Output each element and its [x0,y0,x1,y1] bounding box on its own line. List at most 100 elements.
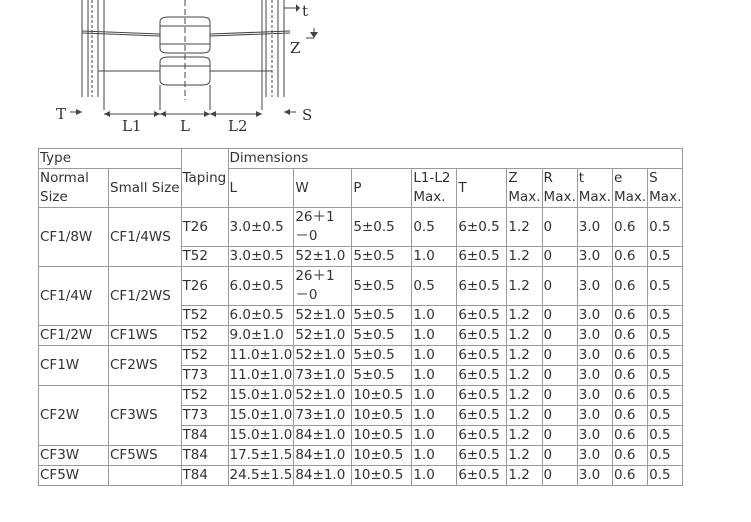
e-cell: 0.6 [611,405,649,426]
taping-cell: T26 [180,266,229,306]
P-cell: 10±0.5 [351,445,413,466]
L-header: L [227,168,295,208]
Z-cell: 1.2 [506,266,543,306]
W-cell: 84±1.0 [293,445,353,466]
P-cell: 10±0.5 [351,405,413,426]
L1L2-cell: 0.5 [411,207,458,247]
small-size-cell: CF1/4WS [108,207,182,267]
W-cell: 52±1.0 [293,385,353,406]
L-cell: 17.5±1.5 [227,445,295,466]
T-cell: 6±0.5 [456,305,508,326]
normal-size-cell: CF1/2W [38,325,109,346]
W-cell: 52±1.0 [293,345,353,366]
W-header: W [293,168,353,208]
T-cell: 6±0.5 [456,445,508,466]
taping-cell: T84 [180,465,229,486]
label-L: L [180,117,190,135]
L1L2-cell: 1.0 [411,385,458,406]
upper-lead-left-b [81,32,161,37]
normal-size-header: Normal Size [38,168,109,208]
t-cell: 3.0 [576,445,613,466]
Z-cell: 1.2 [506,385,543,406]
t-cell: 3.0 [576,325,613,346]
normal-size-cell: CF3W [38,445,109,466]
upper-resistor-body [159,16,211,54]
L1L2-cell: 1.0 [411,246,458,267]
L-cell: 24.5±1.5 [227,465,295,486]
t-arrow [296,4,300,12]
R-cell: 0 [541,246,578,267]
dim-arrow-L1-end [154,111,160,117]
label-Z: Z [290,39,300,57]
Z-cell: 1.2 [506,465,543,486]
T-cell: 6±0.5 [456,425,508,446]
header-row-1: Type Taping Dimensions [38,148,684,208]
R-cell: 0 [541,385,578,406]
dimensions-table: Type Taping Dimensions Normal Size Small… [38,148,684,486]
S-cell: 0.5 [647,405,684,426]
L1L2-cell: 1.0 [411,425,458,446]
R-cell: 0 [541,465,578,486]
t-cell: 3.0 [576,405,613,426]
Z-cell: 1.2 [506,207,543,247]
e-cell: 0.6 [611,385,649,406]
small-size-cell: CF1/2WS [108,266,182,326]
L-cell: 11.0±1.0 [227,365,295,386]
upper-lead-left-a [81,30,161,35]
L-cell: 15.0±1.0 [227,405,295,426]
W-cell: 52±1.0 [293,305,353,326]
R-cell: 0 [541,325,578,346]
R-cell: 0 [541,365,578,386]
S-cell: 0.5 [647,385,684,406]
T-cell: 6±0.5 [456,345,508,366]
t-header: t Max. [576,168,613,208]
Z-cell: 1.2 [506,345,543,366]
S-cell: 0.5 [647,465,684,486]
P-cell: 5±0.5 [351,207,413,247]
e-cell: 0.6 [611,365,649,386]
small-size-cell: CF5WS [108,445,182,466]
dim-arrow-right [256,111,262,117]
e-cell: 0.6 [611,345,649,366]
Z-cell: 1.2 [506,246,543,267]
taping-cell: T52 [180,246,229,267]
L1L2-cell: 1.0 [411,465,458,486]
P-header: P [351,168,413,208]
label-L1: L1 [122,117,142,135]
type-header: Type [38,148,182,169]
L-cell: 11.0±1.0 [227,345,295,366]
P-cell: 5±0.5 [351,246,413,267]
t-cell: 3.0 [576,345,613,366]
t-cell: 3.0 [576,207,613,247]
normal-size-cell: CF1W [38,345,109,386]
T-cell: 6±0.5 [456,405,508,426]
R-cell: 0 [541,445,578,466]
Z-arrow [310,32,318,38]
taping-cell: T73 [180,365,229,386]
W-cell: 26＋1 －0 [293,266,353,306]
P-cell: 10±0.5 [351,425,413,446]
T-header: T [456,168,508,208]
S-cell: 0.5 [647,425,684,446]
Z-header: Z Max. [506,168,543,208]
Z-cell: 1.2 [506,325,543,346]
tape-dimension-drawing: T L1 L L2 S t Z [56,0,318,135]
P-cell: 5±0.5 [351,365,413,386]
e-cell: 0.6 [611,465,649,486]
header-row-2: Normal Size Small Size L W P L1-L2 Max. … [38,168,684,208]
R-header: R Max. [541,168,578,208]
W-cell: 52±1.0 [293,325,353,346]
L1L2-cell: 1.0 [411,305,458,326]
Z-cell: 1.2 [506,305,543,326]
R-cell: 0 [541,207,578,247]
taping-cell: T84 [180,445,229,466]
T-cell: 6±0.5 [456,207,508,247]
L-cell: 9.0±1.0 [227,325,295,346]
L-cell: 6.0±0.5 [227,266,295,306]
R-cell: 0 [541,345,578,366]
